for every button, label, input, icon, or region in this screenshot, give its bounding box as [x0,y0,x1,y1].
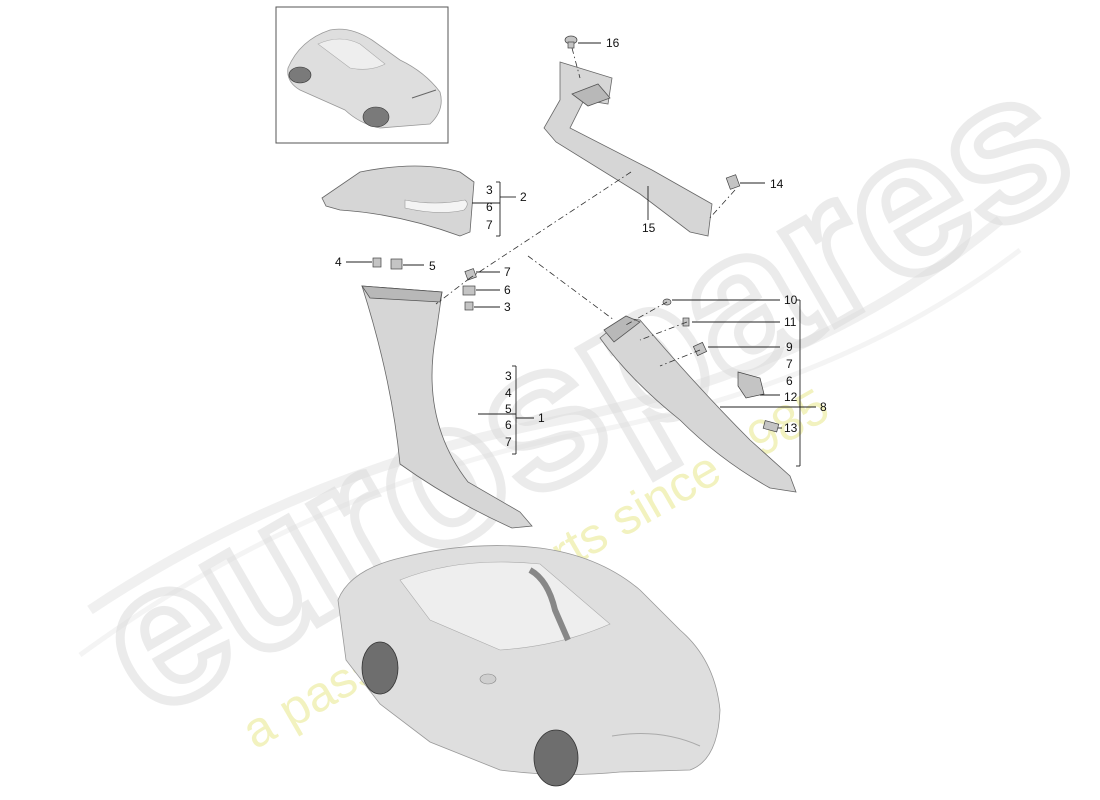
callout-2-stack-3: 3 [486,183,493,197]
callout-12: 12 [784,390,798,404]
callout-6a: 6 [504,283,511,297]
callout-7a: 7 [504,265,511,279]
part-9-clip [692,341,708,357]
callout-11: 11 [784,315,797,329]
callout-1-stack-5: 5 [505,402,512,416]
callout-1: 1 [538,411,545,425]
callout-5: 5 [429,259,436,273]
callout-14: 14 [770,177,784,191]
callout-2-stack-7: 7 [486,218,493,232]
callout-10: 10 [784,293,798,307]
callout-7b: 7 [786,357,793,371]
callout-1-stack-7: 7 [505,435,512,449]
assembly-lines [435,47,736,367]
callout-labels: 16 14 15 2 3 6 7 4 5 7 6 3 1 3 4 5 6 7 1… [335,36,827,449]
part-6-clip-a [462,285,476,296]
callout-1-stack-6: 6 [505,418,512,432]
car-illustration [337,545,721,787]
part-7-clip-a [464,268,477,281]
callout-3a: 3 [504,300,511,314]
callout-2-stack-6: 6 [486,200,493,214]
callout-6b: 6 [786,374,793,388]
part-16-clip [564,35,578,49]
callout-9: 9 [786,340,793,354]
callout-1-stack-3: 3 [505,369,512,383]
part-2-cover [321,165,475,237]
part-15-bracket [543,61,713,237]
callout-13: 13 [784,421,798,435]
callout-8: 8 [820,400,827,414]
callout-15: 15 [642,221,656,235]
car-icon [287,28,442,129]
part-1-pillar-trim [361,285,533,529]
part-12-holder [737,371,765,399]
callout-4: 4 [335,255,342,269]
callout-1-stack-4: 4 [505,386,512,400]
callout-2: 2 [520,190,527,204]
part-3-clip-a [464,301,474,311]
thumbnail-box [275,6,449,144]
part-4-clip [372,257,382,268]
part-5-clip [390,258,403,270]
callout-16: 16 [606,36,620,50]
part-14-clip [725,174,741,190]
leader-lines [346,42,816,467]
part-13-clip [762,420,780,433]
